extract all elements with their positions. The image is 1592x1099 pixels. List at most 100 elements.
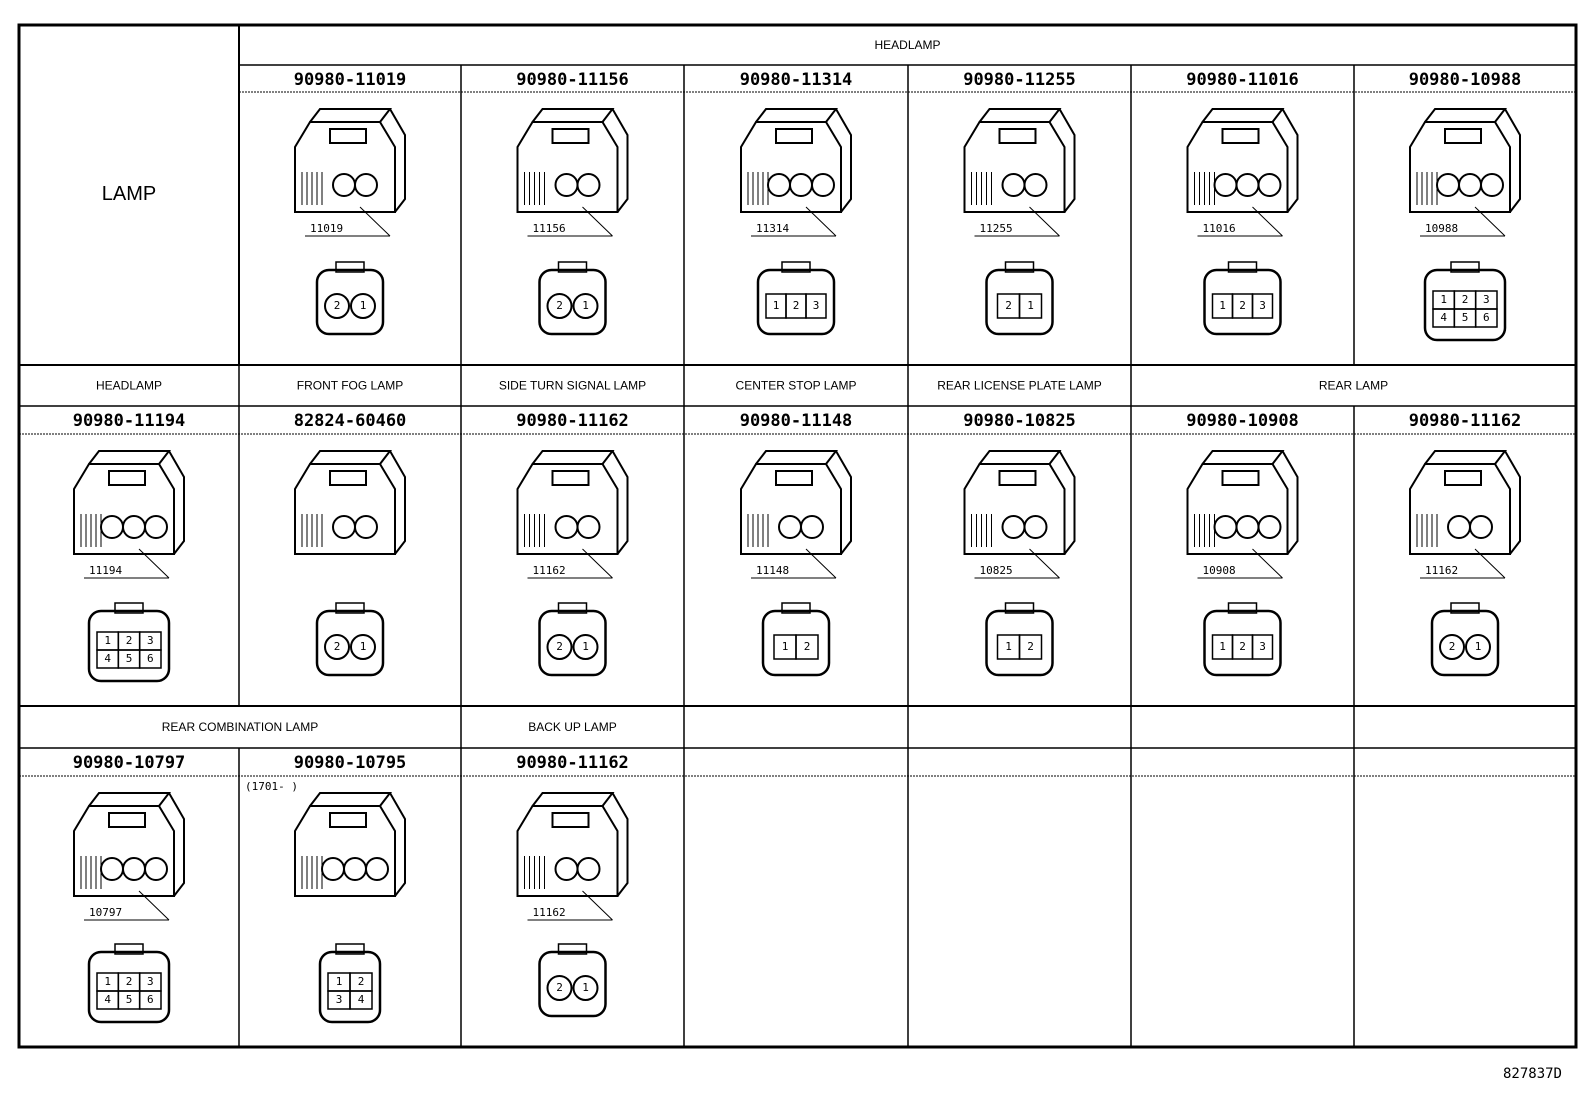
pin-cavity [1465, 634, 1491, 660]
pin-number: 4 [104, 652, 111, 665]
pin-cavity [1251, 634, 1274, 660]
group-header: CENTER STOP LAMP [736, 379, 857, 393]
callout-label: 11162 [533, 564, 566, 577]
face-outline [761, 609, 831, 677]
face-outline [756, 268, 836, 336]
pin-number: 2 [556, 981, 563, 994]
latch [551, 812, 590, 828]
group-header: FRONT FOG LAMP [297, 379, 403, 393]
housing-side [1281, 108, 1299, 213]
face-latch [1004, 602, 1035, 614]
face-latch [1450, 602, 1480, 614]
terminal-hole [576, 173, 601, 197]
pin-cavity [324, 634, 350, 660]
face-latch [1227, 261, 1258, 273]
callout-arrow [138, 890, 170, 921]
terminal-hole [1023, 173, 1048, 197]
terminal-hole [1023, 515, 1048, 539]
pin-number: 2 [1449, 640, 1456, 653]
face-outline [538, 950, 607, 1018]
housing-outline [294, 805, 396, 897]
callout-label: 10825 [980, 564, 1013, 577]
housing-outline [73, 463, 175, 555]
latch [998, 470, 1037, 486]
terminal-hole [354, 515, 378, 539]
pin-cavity [572, 975, 599, 1001]
callout-label: 11019 [310, 222, 343, 235]
pin-number: 1 [773, 299, 780, 312]
latch [998, 128, 1037, 144]
housing-side [835, 450, 852, 555]
housing-outline [73, 805, 175, 897]
pin-number: 1 [1440, 293, 1447, 306]
pin-cavity [350, 634, 376, 660]
housing-top [755, 450, 839, 465]
group-header: HEADLAMP [96, 379, 162, 393]
face-latch [114, 943, 144, 955]
housing-top [309, 450, 393, 465]
housing-top [309, 108, 393, 123]
part-number: 90980-10795 [294, 753, 407, 773]
group-header: HEADLAMP [874, 38, 940, 52]
pin-cavity [546, 293, 573, 319]
callout-label: 11162 [1425, 564, 1458, 577]
pin-cavity [350, 293, 376, 319]
terminal-hole [354, 173, 378, 197]
part-number: 90980-11162 [516, 753, 629, 773]
callout-arrow [1474, 548, 1506, 579]
pin-number: 1 [1475, 640, 1482, 653]
pin-number: 2 [556, 640, 563, 653]
callout-label: 10797 [89, 906, 122, 919]
housing-top [978, 450, 1062, 465]
callout-arrow [1029, 548, 1060, 579]
pin-number: 3 [1259, 299, 1266, 312]
terminal-hole [1480, 173, 1504, 197]
part-number: 90980-10797 [73, 753, 186, 773]
pin-number: 1 [582, 981, 589, 994]
face-latch [781, 261, 811, 273]
latch [108, 470, 146, 486]
pin-number: 6 [1483, 311, 1490, 324]
terminal-hole [122, 515, 146, 539]
pin-number: 5 [1462, 311, 1469, 324]
callout-arrow [1029, 206, 1060, 237]
part-number: 90980-11016 [1186, 70, 1299, 90]
callout-arrow [582, 206, 613, 237]
group-header: REAR LAMP [1319, 379, 1388, 393]
part-number: 90980-11148 [740, 411, 853, 431]
pin-number: 1 [1219, 299, 1226, 312]
pin-number: 1 [582, 640, 589, 653]
housing-top [531, 108, 615, 123]
lamp-title: LAMP [102, 183, 156, 205]
latch [775, 470, 813, 486]
part-number: 90980-11162 [1409, 411, 1522, 431]
terminal-hole [554, 515, 579, 539]
face-outline [87, 950, 171, 1024]
terminal-hole [100, 515, 124, 539]
housing-side [168, 792, 185, 897]
terminal-hole [100, 857, 124, 881]
pin-number: 1 [104, 975, 111, 988]
pin-number: 2 [334, 640, 341, 653]
housing-outline [963, 463, 1066, 555]
latch [329, 470, 367, 486]
group-header: REAR COMBINATION LAMP [162, 720, 318, 734]
terminal-hole [1257, 515, 1282, 539]
latch [551, 128, 590, 144]
pin-number: 1 [782, 640, 789, 653]
group-header: SIDE TURN SIGNAL LAMP [499, 379, 646, 393]
face-outline [87, 609, 171, 683]
pin-number: 1 [582, 299, 589, 312]
